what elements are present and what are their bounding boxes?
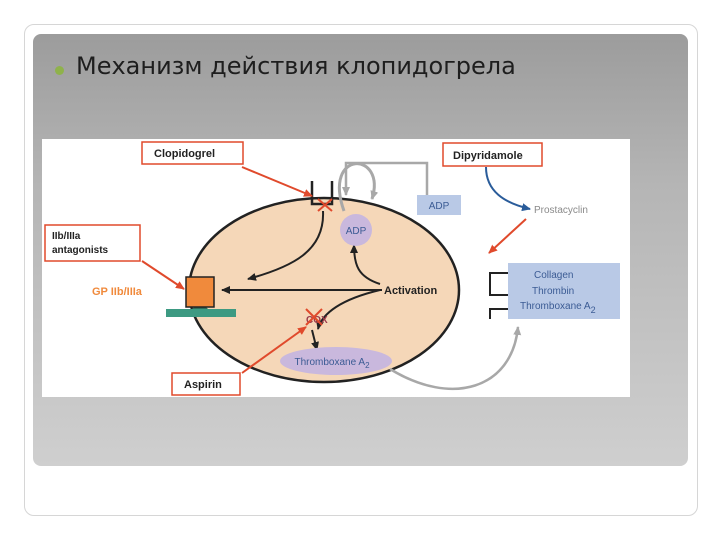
prostacyclin-label: Prostacyclin: [534, 205, 588, 216]
activation-to-cox-arrow: [316, 289, 381, 330]
thromboxane-feedback-loop: [389, 326, 522, 391]
dipyridamole-label: Dipyridamole: [453, 150, 523, 162]
iib-line2-label: antagonists: [52, 245, 109, 256]
membrane-base: [166, 309, 236, 317]
bullet-icon: [55, 66, 64, 75]
cox-block-mark: [305, 308, 323, 326]
gp-iib-iiia-label: GP IIb/IIIa: [92, 286, 143, 298]
aspirin-box: [171, 372, 241, 396]
iib-line1-label: IIb/IIIa: [52, 231, 81, 242]
activation-label: Activation: [384, 285, 437, 297]
adp-signal-arrow: [247, 210, 325, 281]
gp-iib-iiia-receptor: [185, 276, 215, 308]
prostacyclin-arrow: [488, 218, 527, 254]
dipyridamole-arrow: [485, 166, 531, 212]
aspirin-label: Aspirin: [184, 379, 222, 391]
adp-bubble-label: ADP: [346, 226, 367, 237]
clopidogrel-box: [141, 141, 244, 165]
agonists-box: [508, 263, 620, 319]
adp-receptor-block-mark: [317, 198, 333, 212]
clopidogrel-arrow: [241, 166, 313, 197]
thromboxane-label: Thromboxane A2: [520, 301, 596, 315]
thrombin-receptor: [489, 308, 510, 319]
adp-box: [417, 195, 461, 215]
iib-antagonists-box: [44, 224, 141, 262]
platelet-mechanism-diagram: ADP Thromboxane A2 Activation COX Clopid…: [42, 139, 630, 397]
slide-title: Механизм действия клопидогрела: [76, 52, 516, 80]
thromboxane-bubble-label: Thromboxane A2: [294, 357, 370, 370]
iib-antagonists-arrow: [141, 260, 185, 290]
dipyridamole-box: [442, 142, 543, 167]
thromboxane-bubble: [280, 347, 392, 375]
activation-to-adp-arrow: [350, 244, 381, 285]
adp-external-feedback: [342, 161, 429, 205]
aspirin-arrow: [241, 326, 307, 374]
adp-box-label: ADP: [429, 201, 450, 212]
cox-to-thromboxane-arrow: [311, 329, 319, 351]
collagen-receptor: [489, 272, 510, 296]
adp-bubble: [340, 214, 372, 246]
clopidogrel-label: Clopidogrel: [154, 148, 215, 160]
thrombin-label: Thrombin: [532, 286, 574, 297]
collagen-label: Collagen: [534, 270, 573, 281]
